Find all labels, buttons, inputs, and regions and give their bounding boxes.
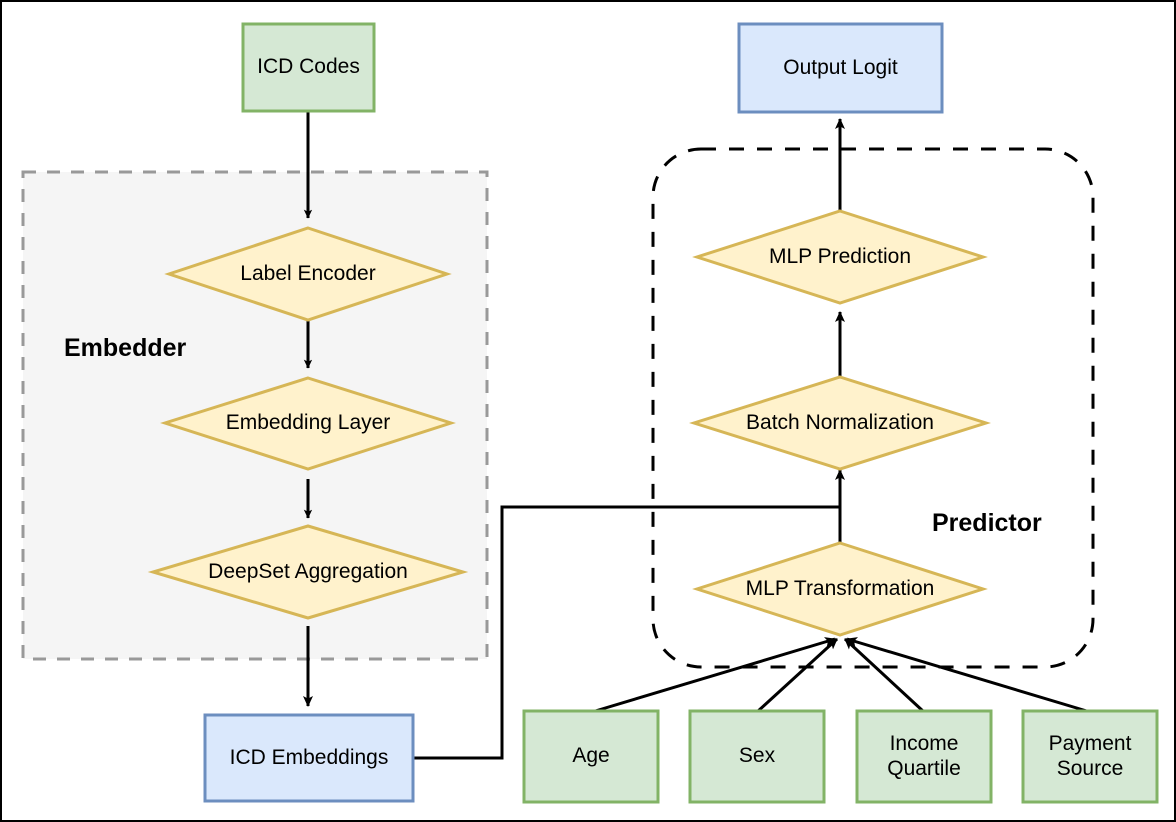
group-embedder-label: Embedder xyxy=(64,334,187,362)
node-age[interactable] xyxy=(522,709,660,804)
node-payment-source[interactable] xyxy=(1021,709,1159,804)
edge-icd-embeddings-to-batch-normalization xyxy=(413,469,845,760)
node-output-logit[interactable] xyxy=(737,22,944,114)
group-predictor-box xyxy=(651,147,1095,669)
node-mlp-transformation[interactable] xyxy=(692,541,988,637)
node-batch-normalization[interactable] xyxy=(689,375,991,471)
edge-income-quartile-to-mlp-transformation xyxy=(843,637,926,714)
node-income-quartile[interactable] xyxy=(855,709,993,804)
node-embedding-layer[interactable] xyxy=(160,376,456,471)
edge-payment-source-to-mlp-transformation xyxy=(846,637,1091,714)
node-icd-codes[interactable] xyxy=(241,22,376,113)
node-label-encoder[interactable] xyxy=(164,226,452,322)
edge-sex-to-mlp-transformation xyxy=(755,637,839,714)
node-mlp-prediction[interactable] xyxy=(692,209,988,305)
edge-age-to-mlp-transformation xyxy=(591,637,836,714)
node-sex[interactable] xyxy=(688,709,826,804)
node-icd-embeddings[interactable] xyxy=(203,713,415,803)
node-deepset-aggregation[interactable] xyxy=(147,524,469,620)
group-predictor-label: Predictor xyxy=(932,509,1042,537)
